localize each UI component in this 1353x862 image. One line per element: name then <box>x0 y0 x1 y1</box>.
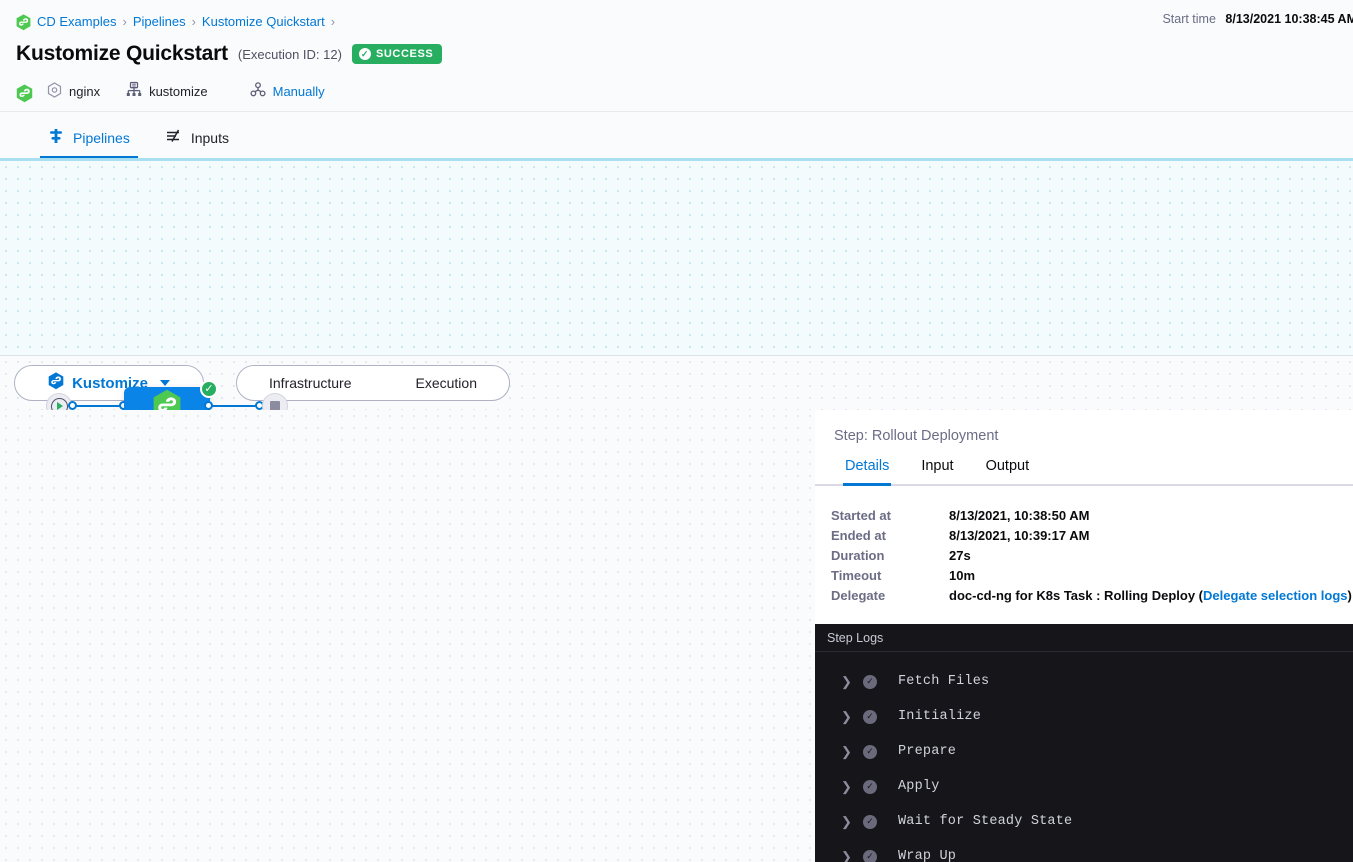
step-logs-header: Step Logs <box>815 624 1353 652</box>
log-row-label: Wait for Steady State <box>898 814 1073 829</box>
breadcrumb-chevron-icon: › <box>122 13 127 29</box>
status-success-icon: ✓ <box>200 380 218 398</box>
log-row[interactable]: ❯ ✓ Wrap Up <box>815 839 1353 862</box>
detail-value: doc-cd-ng for K8s Task : Rolling Deploy … <box>949 586 1352 606</box>
harness-logo-icon <box>16 83 33 102</box>
chevron-right-icon[interactable]: ❯ <box>841 673 852 689</box>
log-row[interactable]: ❯ ✓ Wait for Steady State <box>815 804 1353 839</box>
meta-deployment-type-label: kustomize <box>149 83 208 99</box>
status-success-icon: ✓ <box>863 849 877 862</box>
inputs-icon <box>166 128 182 147</box>
service-hexagon-icon <box>47 81 62 101</box>
log-row-label: Initialize <box>898 709 982 724</box>
log-row-label: Prepare <box>898 744 957 759</box>
status-success-icon: ✓ <box>863 674 877 689</box>
step-logs-list: ❯ ✓ Fetch Files ❯ ✓ Initialize ❯ ✓ Prepa… <box>815 652 1353 862</box>
meta-service-label: nginx <box>69 83 101 99</box>
detail-label: Started at <box>831 508 891 523</box>
title-row: Kustomize Quickstart (Execution ID: 12) … <box>16 39 1337 69</box>
breadcrumb-item-0[interactable]: CD Examples <box>37 13 117 29</box>
chevron-right-icon[interactable]: ❯ <box>841 743 852 759</box>
start-time: Start time 8/13/2021 10:38:45 AM <box>1162 12 1353 26</box>
manual-trigger-icon <box>250 81 266 101</box>
chevron-down-icon <box>159 380 170 386</box>
step-details-panel: Step: Rollout Deployment Details Input O… <box>815 410 1353 862</box>
meta-service: nginx <box>47 81 101 101</box>
stage-graph-canvas[interactable]: ✓ Service ✓ Infrastructure <box>0 410 815 862</box>
detail-value: 8/13/2021, 10:38:50 AM <box>949 508 1090 523</box>
log-row-label: Fetch Files <box>898 674 990 689</box>
delegate-suffix: ) <box>1347 588 1352 603</box>
status-success-icon: ✓ <box>863 779 877 794</box>
detail-label: Delegate <box>831 588 886 603</box>
tab-details[interactable]: Details <box>829 458 905 486</box>
tab-pipelines[interactable]: Pipelines <box>30 128 148 159</box>
tab-pipelines-label: Pipelines <box>73 129 130 146</box>
tab-inputs[interactable]: Inputs <box>148 128 247 158</box>
tab-output[interactable]: Output <box>985 458 1030 474</box>
step-title: Step: Rollout Deployment <box>834 428 999 444</box>
chevron-right-icon[interactable]: ❯ <box>841 848 852 862</box>
detail-value: 8/13/2021, 10:39:17 AM <box>949 528 1090 543</box>
log-row[interactable]: ❯ ✓ Prepare <box>815 734 1353 769</box>
main-tabs: Pipelines Inputs <box>0 112 1353 159</box>
check-icon: ✓ <box>358 48 371 60</box>
edge <box>212 405 262 407</box>
detail-row: Duration 27s <box>831 546 1353 566</box>
breadcrumb-item-1[interactable]: Pipelines <box>132 13 186 29</box>
breadcrumb-item-2[interactable]: Kustomize Quickstart <box>201 13 325 29</box>
execution-id: (Execution ID: 12) <box>237 46 342 62</box>
detail-label: Ended at <box>831 528 886 543</box>
step-logs-panel: Step Logs ❯ ✓ Fetch Files ❯ ✓ Initialize… <box>815 624 1353 862</box>
detail-row: Started at 8/13/2021, 10:38:50 AM <box>831 506 1353 526</box>
start-time-label: Start time <box>1162 12 1216 26</box>
main-area: ✓ Service ✓ Infrastructure <box>0 410 1353 862</box>
detail-value: 27s <box>949 548 971 563</box>
execution-meta-row: nginx kustomize <box>16 79 1337 103</box>
step-details-list: Started at 8/13/2021, 10:38:50 AM Ended … <box>815 486 1353 606</box>
meta-trigger[interactable]: Manually <box>250 81 325 101</box>
breadcrumb-chevron-icon: › <box>191 13 196 29</box>
log-row[interactable]: ❯ ✓ Fetch Files <box>815 664 1353 699</box>
page-header: CD Examples › Pipelines › Kustomize Quic… <box>0 0 1353 112</box>
status-badge: ✓ SUCCESS <box>351 44 443 64</box>
breadcrumb: CD Examples › Pipelines › Kustomize Quic… <box>16 10 1337 32</box>
stage-tab-infrastructure[interactable]: Infrastructure <box>269 375 352 391</box>
start-time-value: 8/13/2021 10:38:45 AM <box>1225 12 1353 26</box>
status-success-icon: ✓ <box>863 709 877 724</box>
detail-row: Timeout 10m <box>831 566 1353 586</box>
status-badge-label: SUCCESS <box>375 48 434 60</box>
stage-tab-execution[interactable]: Execution <box>415 375 477 391</box>
edge <box>76 405 126 407</box>
chevron-right-icon[interactable]: ❯ <box>841 813 852 829</box>
detail-label: Duration <box>831 548 885 563</box>
detail-label: Timeout <box>831 568 882 583</box>
log-row[interactable]: ❯ ✓ Initialize <box>815 699 1353 734</box>
status-success-icon: ✓ <box>863 744 877 759</box>
log-row-label: Wrap Up <box>898 849 957 862</box>
stop-icon <box>270 401 280 411</box>
pipeline-icon <box>48 128 64 147</box>
kustomize-stage-icon <box>48 371 64 395</box>
page-title: Kustomize Quickstart <box>16 42 228 65</box>
log-row-label: Apply <box>898 779 940 794</box>
step-detail-tabs: Details Input Output <box>815 458 1353 486</box>
harness-logo-icon <box>16 13 31 31</box>
status-success-icon: ✓ <box>863 814 877 829</box>
chevron-right-icon[interactable]: ❯ <box>841 778 852 794</box>
delegate-selection-logs-link[interactable]: Delegate selection logs <box>1203 588 1348 603</box>
breadcrumb-chevron-icon: › <box>330 13 336 29</box>
tab-input[interactable]: Input <box>921 458 954 474</box>
detail-row-delegate: Delegate doc-cd-ng for K8s Task : Rollin… <box>831 586 1353 606</box>
detail-row: Ended at 8/13/2021, 10:39:17 AM <box>831 526 1353 546</box>
tab-inputs-label: Inputs <box>190 129 229 146</box>
meta-trigger-label[interactable]: Manually <box>272 83 325 99</box>
meta-deployment-type: kustomize <box>126 81 208 101</box>
pipeline-overview-canvas[interactable]: ✓ Kustomize <box>0 158 1353 454</box>
log-row[interactable]: ❯ ✓ Apply <box>815 769 1353 804</box>
detail-value: 10m <box>949 568 976 583</box>
kustomize-icon <box>126 81 142 101</box>
chevron-right-icon[interactable]: ❯ <box>841 708 852 724</box>
delegate-text: doc-cd-ng for K8s Task : Rolling Deploy … <box>949 588 1203 603</box>
